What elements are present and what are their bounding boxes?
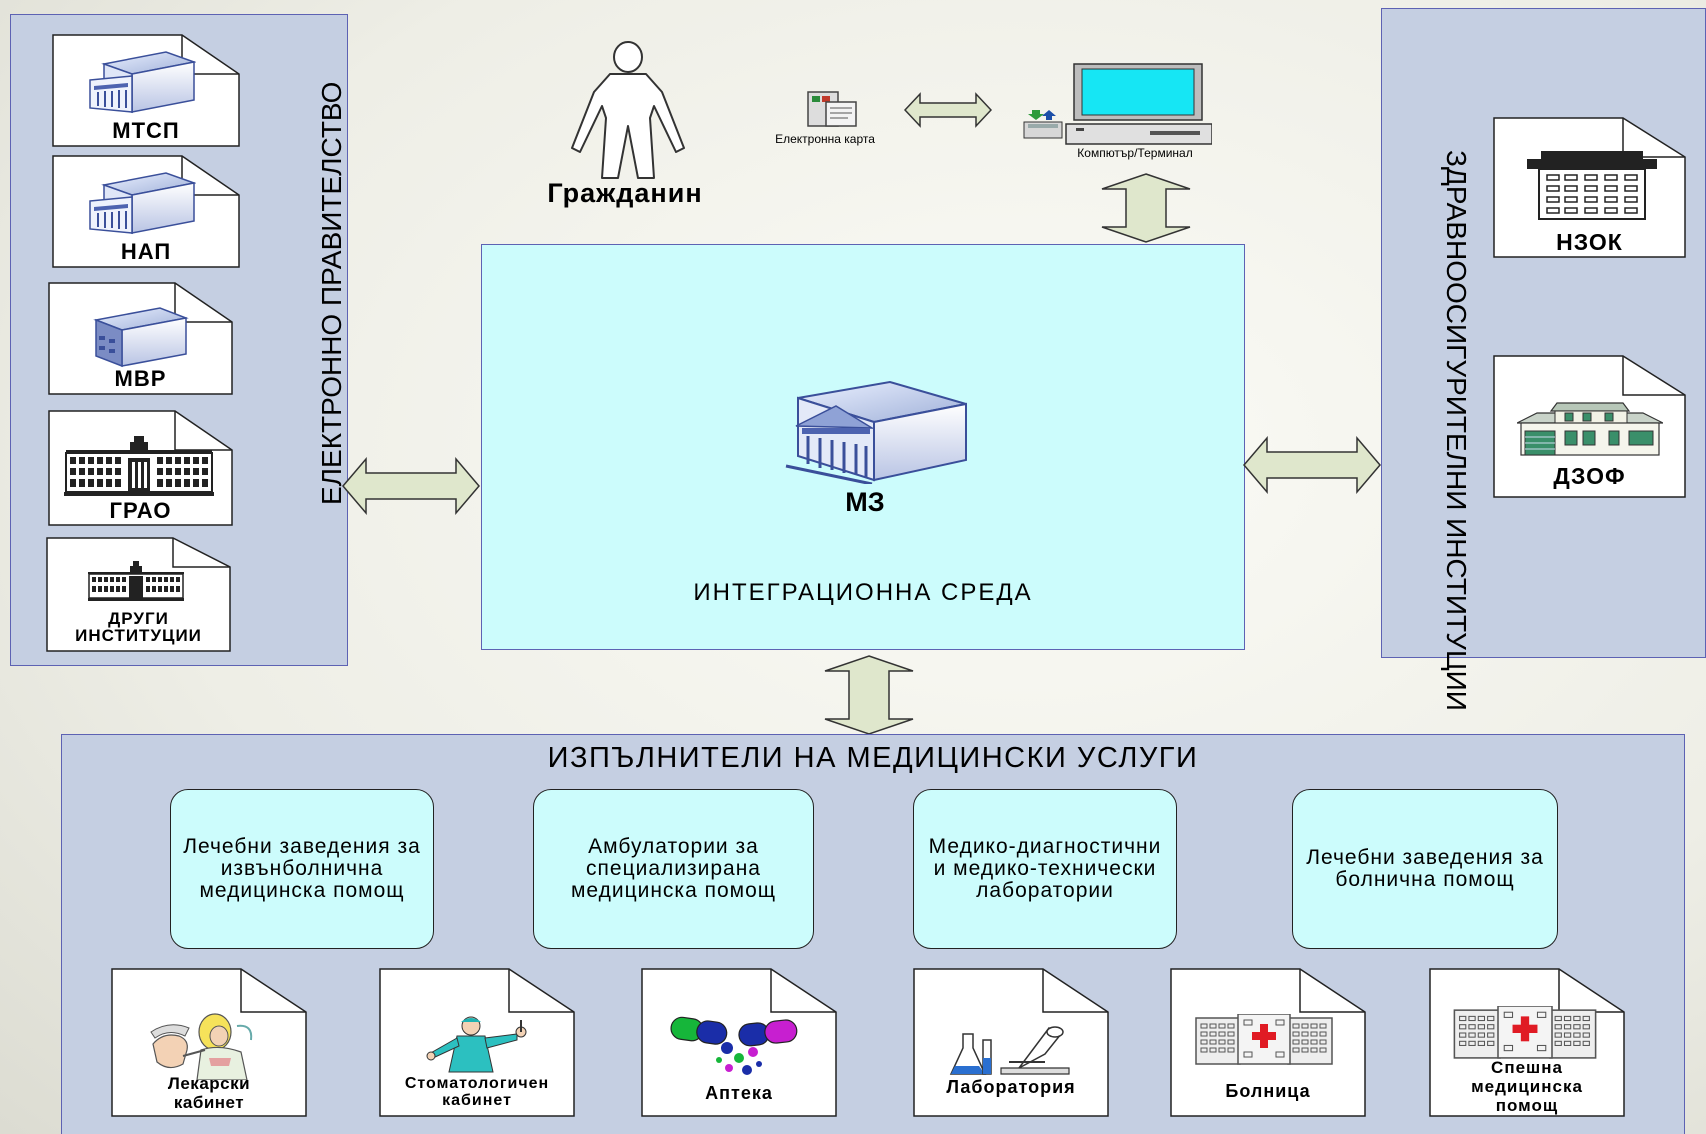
group-specialized-ambulatory[interactable]: Амбулатории за специализирана медицинска…: [533, 789, 814, 949]
medical-providers-title: ИЗПЪЛНИТЕЛИ НА МЕДИЦИНСКИ УСЛУГИ: [547, 742, 1199, 774]
citizen-icon[interactable]: [566, 40, 690, 180]
doc-label: Спешна медицинска помощ: [1471, 1058, 1583, 1115]
e-government-title: ЕЛЕКТРОННО ПРАВИТЕЛСТВО: [316, 81, 347, 505]
doc-label: МВР: [114, 366, 167, 391]
doc-label: ДРУГИ ИНСТИТУЦИИ: [75, 609, 202, 645]
doc-doctor-office[interactable]: Лекарски кабинет: [111, 968, 307, 1117]
card-label: Електронна карта: [775, 132, 875, 146]
computer-terminal-icon[interactable]: [1022, 62, 1212, 148]
group-laboratories[interactable]: Медико-диагностични и медико-технически …: [913, 789, 1177, 949]
doc-grao[interactable]: ГРАО: [48, 410, 233, 526]
doc-label: Лекарски кабинет: [167, 1074, 251, 1112]
health-insurance-title: ЗДРАВНООСИГУРИТЕЛНИ ИНСТИТУЦИИ: [1441, 150, 1472, 711]
card-terminal-arrow: [904, 92, 992, 128]
dentist-icon: [426, 1016, 527, 1073]
doc-label: НАП: [120, 239, 172, 264]
doc-label: ДЗОФ: [1553, 463, 1626, 489]
doc-nzok[interactable]: НЗОК: [1493, 117, 1686, 258]
doc-other-institutions[interactable]: ДРУГИ ИНСТИТУЦИИ: [46, 537, 231, 652]
hospital-icon: [1195, 1014, 1333, 1065]
doc-laboratory[interactable]: Лаборатория: [913, 968, 1109, 1117]
doc-nap[interactable]: НАП: [52, 155, 240, 268]
ministry-building-icon[interactable]: [782, 380, 968, 484]
house-icon: [1517, 402, 1663, 456]
hospital-icon: [1453, 1006, 1597, 1059]
doc-mtsp[interactable]: МТСП: [52, 34, 240, 147]
group-hospital-care[interactable]: Лечебни заведения за болнична помощ: [1292, 789, 1558, 949]
doc-label: Аптека: [705, 1083, 773, 1103]
doc-label: ГРАО: [109, 498, 172, 523]
doc-dzof[interactable]: ДЗОФ: [1493, 355, 1686, 498]
doc-dental-office[interactable]: Стоматологичен кабинет: [379, 968, 575, 1117]
doctor-patient-icon: [150, 1013, 253, 1080]
ministry-label: МЗ: [845, 487, 885, 517]
palace-building-icon: [64, 436, 214, 496]
government-building-icon: [89, 51, 196, 114]
left-integration-arrow: [342, 457, 480, 515]
doc-label: МТСП: [112, 118, 180, 143]
government-building-icon: [89, 172, 196, 235]
integration-providers-arrow: [824, 655, 914, 735]
doc-label: Болница: [1225, 1081, 1311, 1101]
doc-label: Стоматологичен кабинет: [404, 1075, 550, 1109]
health-insurance-panel: [1381, 8, 1706, 658]
citizen-label: Гражданин: [547, 178, 703, 208]
doc-emergency-care[interactable]: Спешна медицинска помощ: [1429, 968, 1625, 1117]
integration-title: ИНТЕГРАЦИОННА СРЕДА: [693, 579, 1033, 606]
doc-hospital[interactable]: Болница: [1170, 968, 1366, 1117]
palace-building-icon: [88, 561, 184, 601]
card-reader-icon[interactable]: [806, 88, 858, 130]
terminal-integration-arrow: [1101, 173, 1191, 243]
office-building-icon: [93, 307, 189, 368]
tower-building-icon: [1527, 151, 1657, 220]
doc-mvr[interactable]: МВР: [48, 282, 233, 395]
doc-label: Лаборатория: [946, 1077, 1076, 1097]
lab-flask-microscope-icon: [949, 1026, 1070, 1075]
right-integration-arrow: [1243, 436, 1381, 494]
doc-pharmacy[interactable]: Аптека: [641, 968, 837, 1117]
pills-icon: [670, 1016, 798, 1075]
group-outpatient[interactable]: Лечебни заведения за извънболнична медиц…: [170, 789, 434, 949]
doc-label: НЗОК: [1556, 229, 1623, 255]
terminal-label: Компютър/Терминал: [1077, 146, 1193, 160]
